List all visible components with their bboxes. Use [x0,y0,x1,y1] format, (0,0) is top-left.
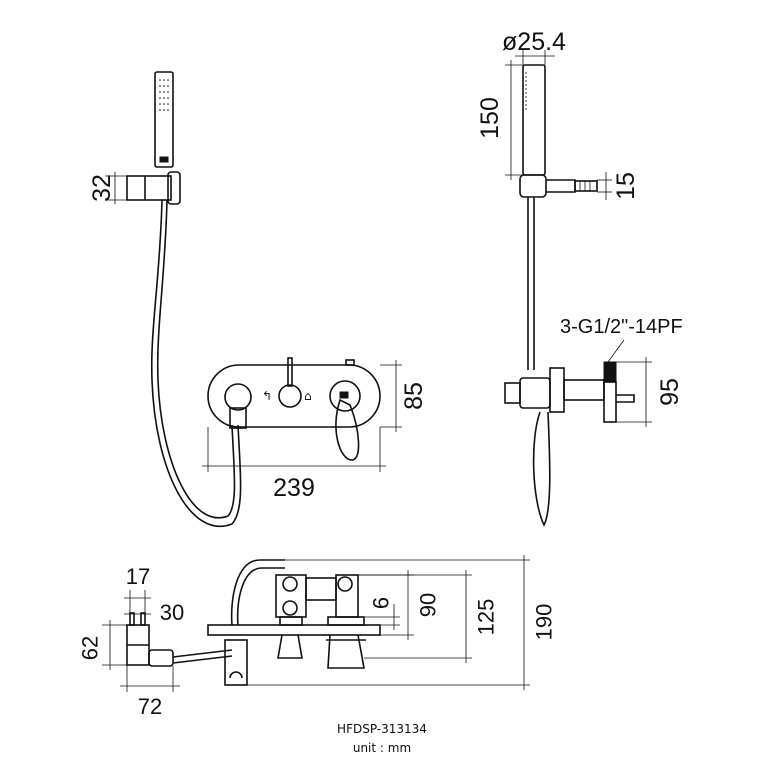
threaded-inlet [603,361,617,383]
dim-95: 95 [656,378,684,406]
dim-190: 190 [532,604,557,641]
dim-125: 125 [474,599,499,636]
model-number: HFDSP-313134 [337,722,427,736]
dim-32: 32 [88,174,116,202]
dim-72: 72 [138,694,162,719]
top-view: 17 30 62 72 6 90 125 190 [78,555,557,719]
diverter-knob [278,384,302,408]
dim-17: 17 [126,564,150,589]
trim-plate [207,364,381,428]
wall-bracket-front [126,175,172,201]
hose-outlet-circle [224,383,252,411]
front-view: 32 [88,71,242,527]
dim-6: 6 [369,597,394,609]
dim-15: 15 [612,172,640,200]
dim-85: 85 [400,382,428,410]
svg-text:⌂: ⌂ [304,389,312,403]
hose-front [150,199,242,527]
side-view: ø25.4 150 15 3-G1/2"-14PF 95 [476,28,684,527]
dim-30: 30 [160,600,184,625]
dim-diameter: ø25.4 [502,28,566,56]
mixer-handle-circle [329,380,361,412]
dim-150: 150 [476,97,504,139]
dim-62: 62 [78,636,103,660]
dim-90: 90 [416,593,441,617]
dim-239: 239 [273,474,315,502]
handshower-front [154,71,174,168]
thread-callout: 3-G1/2"-14PF [560,316,683,338]
unit-caption: unit : mm [353,741,411,755]
svg-text:↰: ↰ [262,389,272,403]
valve-plate-front: ↰ ⌂ 85 239 [202,357,428,502]
